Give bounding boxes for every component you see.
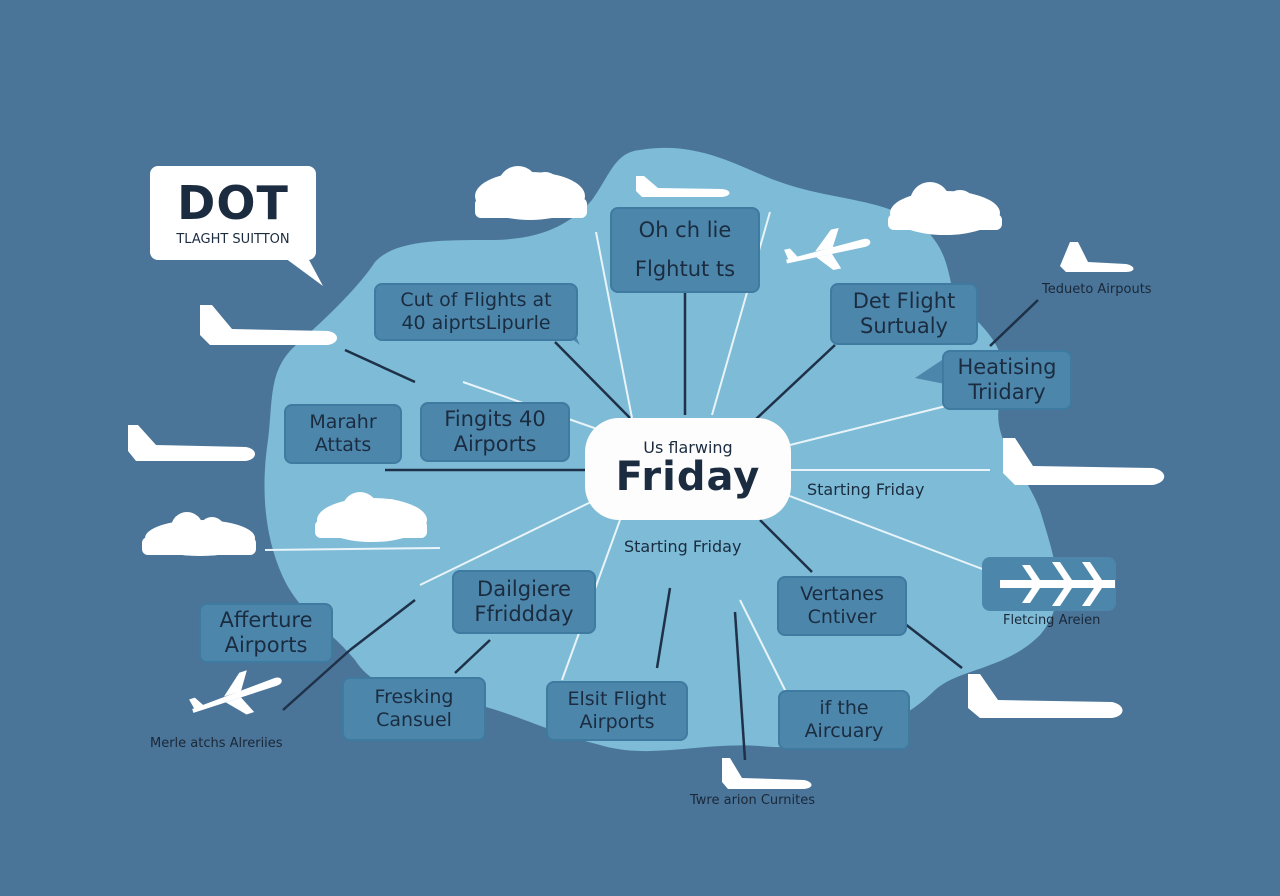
cloud-icon-4 [142, 512, 256, 556]
badge-tail [285, 258, 323, 286]
node-vertanes: Vertanes Cntiver [777, 576, 907, 636]
connector-lines [282, 292, 1039, 761]
node-marahr-line1: Marahr [309, 411, 377, 434]
node-det-flight-line2: Surtualy [860, 314, 948, 338]
badge-subtitle: TLAGHT SUITTON [176, 231, 290, 247]
node-marahr: Marahr Attats [284, 404, 402, 464]
label-merle: Merle atchs Alreriies [150, 736, 283, 751]
node-elsit: Elsit Flight Airports [546, 681, 688, 741]
node-heatising: Heatising Triidary [942, 350, 1072, 410]
node-dailgiere-line2: Ffriddday [474, 602, 574, 626]
center-subtitle: Us flarwing [643, 438, 733, 457]
node-if-the: if the Aircuary [778, 690, 910, 750]
airplane-icon-7 [722, 758, 812, 789]
cloud-icon-3 [315, 492, 427, 542]
node-elsit-line2: Airports [579, 711, 655, 733]
node-heatising-line2: Triidary [968, 380, 1046, 404]
node-top-line1: Oh ch lie [638, 217, 732, 242]
node-dailgiere: Dailgiere Ffriddday [452, 570, 596, 634]
cloud-icon-1 [475, 166, 587, 220]
airplane-icon-9 [189, 670, 282, 715]
label-fletcing: Fletcing Areien [1003, 613, 1101, 628]
fletcing-planes-icon [1000, 562, 1115, 606]
node-det-flight-line1: Det Flight [852, 288, 956, 313]
cloud-icon-2 [888, 182, 1002, 235]
center-node: Us flarwing Friday [585, 418, 791, 520]
node-fresking-line2: Cansuel [376, 709, 452, 731]
label-teduto: Tedueto Airpouts [1042, 282, 1152, 297]
center-title: Friday [615, 454, 761, 500]
airplane-icon-4 [1060, 242, 1134, 272]
node-top: Oh ch lie Flghtut ts [610, 207, 760, 293]
light-connector-lines [264, 211, 990, 721]
label-starting-below: Starting Friday [624, 537, 742, 556]
airplane-icon-5 [1003, 438, 1165, 485]
node-flights40-line1: Fingits 40 [444, 406, 546, 431]
heatising-tail [915, 358, 950, 385]
node-marahr-line2: Attats [314, 434, 372, 456]
label-starting-right: Starting Friday [807, 480, 925, 499]
node-fresking: Fresking Cansuel [342, 677, 486, 741]
node-cut-flights: Cut of Flights at 40 aiprtsLipurle [374, 283, 578, 341]
node-afferture-line1: Afferture [219, 607, 313, 632]
node-flights40-line2: Airports [453, 432, 537, 456]
badge-title: DOT [177, 175, 289, 230]
node-elsit-line1: Elsit Flight [567, 688, 667, 711]
airplane-icon-8 [784, 227, 871, 270]
node-cut-flights-line2: 40 aiprtsLipurle [401, 312, 551, 334]
node-vertanes-line2: Cntiver [807, 606, 877, 628]
node-afferture-line2: Airports [224, 633, 308, 657]
node-if-the-line1: if the [819, 697, 869, 720]
node-vertanes-line1: Vertanes [800, 583, 884, 606]
airplane-icon-6 [968, 674, 1123, 718]
node-flights40: Fingits 40 Airports [420, 402, 570, 462]
node-fresking-line1: Fresking [374, 686, 454, 709]
dot-badge: DOT TLAGHT SUITTON [150, 166, 316, 260]
airplane-icon-2 [128, 425, 255, 461]
node-if-the-line2: Aircuary [804, 720, 884, 742]
node-top-line2: Flghtut ts [634, 257, 736, 281]
node-det-flight: Det Flight Surtualy [830, 283, 978, 345]
airplane-icon-1 [200, 305, 337, 345]
node-dailgiere-line1: Dailgiere [477, 576, 571, 601]
label-twre: Twre arion Curnites [690, 793, 816, 808]
node-afferture: Afferture Airports [199, 603, 333, 663]
airplane-icon-3 [636, 176, 730, 197]
node-cut-flights-line1: Cut of Flights at [400, 289, 552, 312]
node-heatising-line1: Heatising [957, 354, 1057, 379]
